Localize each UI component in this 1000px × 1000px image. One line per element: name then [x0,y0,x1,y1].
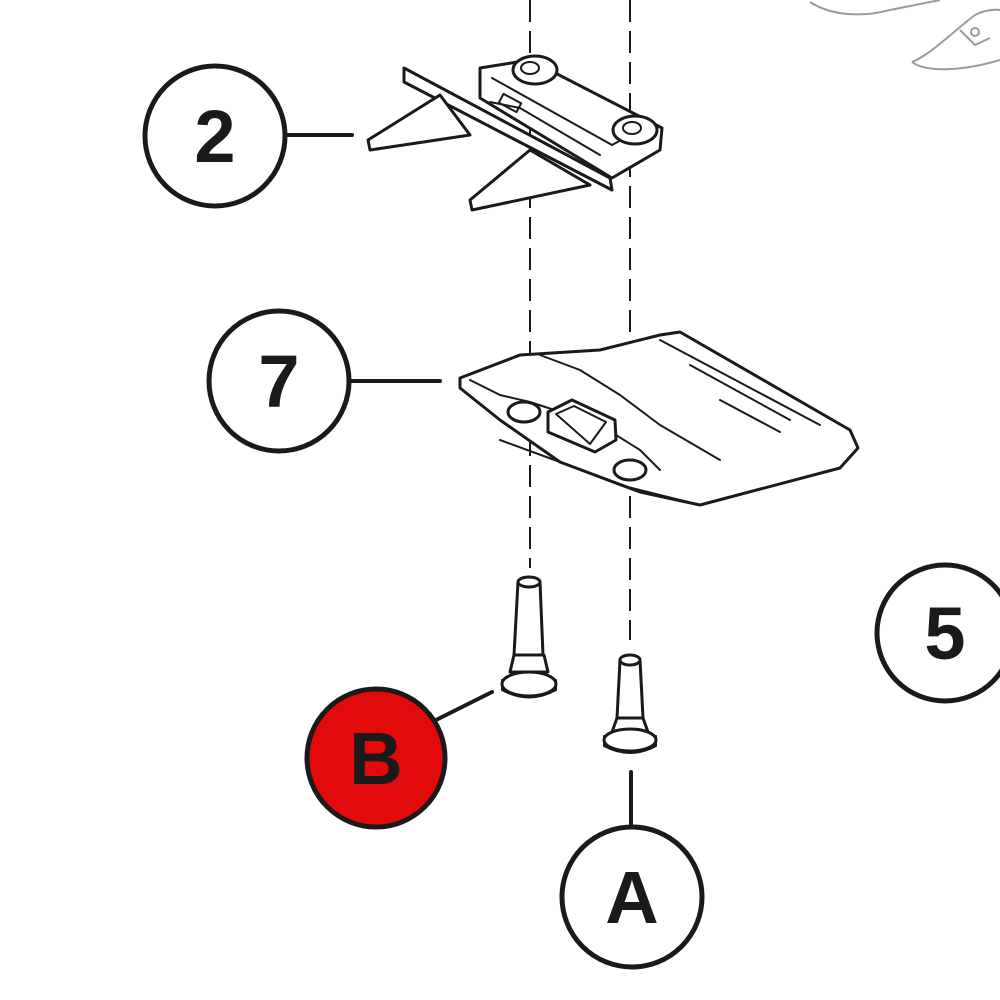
callout-b-highlight-circle [304,686,448,830]
leader-line-b [434,690,494,722]
callout-7-label: 7 [258,340,299,423]
callout-b[interactable]: B [304,686,448,830]
callout-a-label: A [605,856,658,939]
callout-a[interactable]: A [559,824,705,970]
bolt-b-part [500,575,558,699]
skid-plate-part [458,330,860,507]
ghost-parts-top-right [809,0,1000,71]
callout-2[interactable]: 2 [142,63,288,209]
callout-2-label: 2 [194,95,235,178]
callout-7[interactable]: 7 [206,308,352,454]
blade-bracket-part [366,54,664,212]
callout-5-label: 5 [924,592,965,675]
bolt-a-part [602,653,658,754]
callout-5[interactable]: 5 [874,562,1000,704]
callout-b-label: B [349,717,402,800]
